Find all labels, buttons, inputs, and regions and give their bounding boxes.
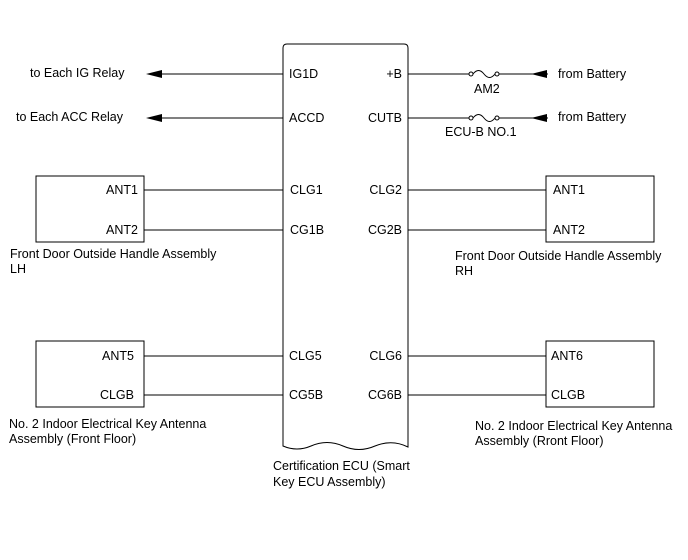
fuse-ecub-icon bbox=[472, 114, 496, 122]
front-door-lh-label-line2: LH bbox=[10, 262, 26, 276]
fuse-am2-terminal-left bbox=[468, 71, 474, 77]
acc-relay-arrow bbox=[146, 114, 162, 122]
indoor-antenna-right-label-line2: Assembly (Rront Floor) bbox=[475, 434, 604, 448]
ecu-pin-cg5b: CG5B bbox=[289, 388, 323, 402]
front-door-lh-box bbox=[35, 175, 145, 243]
ecu-pin-accd: ACCD bbox=[289, 111, 324, 125]
indoor-antenna-left-box bbox=[35, 340, 145, 408]
indoor-antenna-right-box bbox=[545, 340, 655, 408]
battery-bottom-arrow bbox=[531, 114, 547, 122]
front-door-lh-pin-ant2: ANT2 bbox=[106, 223, 138, 237]
indoor-antenna-left-label-line2: Assembly (Front Floor) bbox=[9, 432, 136, 446]
battery-top-label: from Battery bbox=[558, 67, 627, 81]
ecu-pin-cg2b: CG2B bbox=[368, 223, 402, 237]
ecu-name-line1: Certification ECU (Smart bbox=[273, 459, 410, 473]
ig-relay-arrow bbox=[146, 70, 162, 78]
front-door-lh-label-line1: Front Door Outside Handle Assembly bbox=[10, 247, 217, 261]
indoor-antenna-right-label-line1: No. 2 Indoor Electrical Key Antenna bbox=[475, 419, 672, 433]
fuse-ecub-terminal-left bbox=[468, 115, 474, 121]
fuse-am2-icon bbox=[472, 70, 496, 78]
ig-relay-label: to Each IG Relay bbox=[30, 66, 125, 80]
front-door-rh-box bbox=[545, 175, 655, 243]
ecu-pin-clg1: CLG1 bbox=[290, 183, 323, 197]
indoor-antenna-right-pin-clgb: CLGB bbox=[551, 388, 585, 402]
indoor-antenna-right-pin-ant6: ANT6 bbox=[551, 349, 583, 363]
ecu-name-line2: Key ECU Assembly) bbox=[273, 475, 386, 489]
indoor-antenna-left-label-line1: No. 2 Indoor Electrical Key Antenna bbox=[9, 417, 206, 431]
fuse-am2-label: AM2 bbox=[474, 82, 500, 96]
indoor-antenna-left-pin-ant5: ANT5 bbox=[102, 349, 134, 363]
battery-top-arrow bbox=[531, 70, 547, 78]
fuse-am2-terminal-right bbox=[494, 71, 500, 77]
ecu-pin-cg6b: CG6B bbox=[368, 388, 402, 402]
fuse-ecub-terminal-right bbox=[494, 115, 500, 121]
ecu-pin-ig1d: IG1D bbox=[289, 67, 318, 81]
front-door-rh-pin-ant2: ANT2 bbox=[553, 223, 585, 237]
indoor-antenna-left-pin-clgb: CLGB bbox=[100, 388, 134, 402]
ecu-pin-clg2: CLG2 bbox=[369, 183, 402, 197]
front-door-rh-label-line1: Front Door Outside Handle Assembly bbox=[455, 249, 662, 263]
battery-bottom-label: from Battery bbox=[558, 110, 627, 124]
ecu-pin-clg6: CLG6 bbox=[369, 349, 402, 363]
front-door-rh-pin-ant1: ANT1 bbox=[553, 183, 585, 197]
fuse-ecub-label: ECU-B NO.1 bbox=[445, 125, 517, 139]
front-door-lh-pin-ant1: ANT1 bbox=[106, 183, 138, 197]
acc-relay-label: to Each ACC Relay bbox=[16, 110, 124, 124]
front-door-rh-label-line2: RH bbox=[455, 264, 473, 278]
ecu-pin-cutb: CUTB bbox=[368, 111, 402, 125]
ecu-body bbox=[282, 43, 409, 450]
ecu-pin-plus-b: +B bbox=[386, 67, 402, 81]
ecu-pin-cg1b: CG1B bbox=[290, 223, 324, 237]
ecu-pin-clg5: CLG5 bbox=[289, 349, 322, 363]
